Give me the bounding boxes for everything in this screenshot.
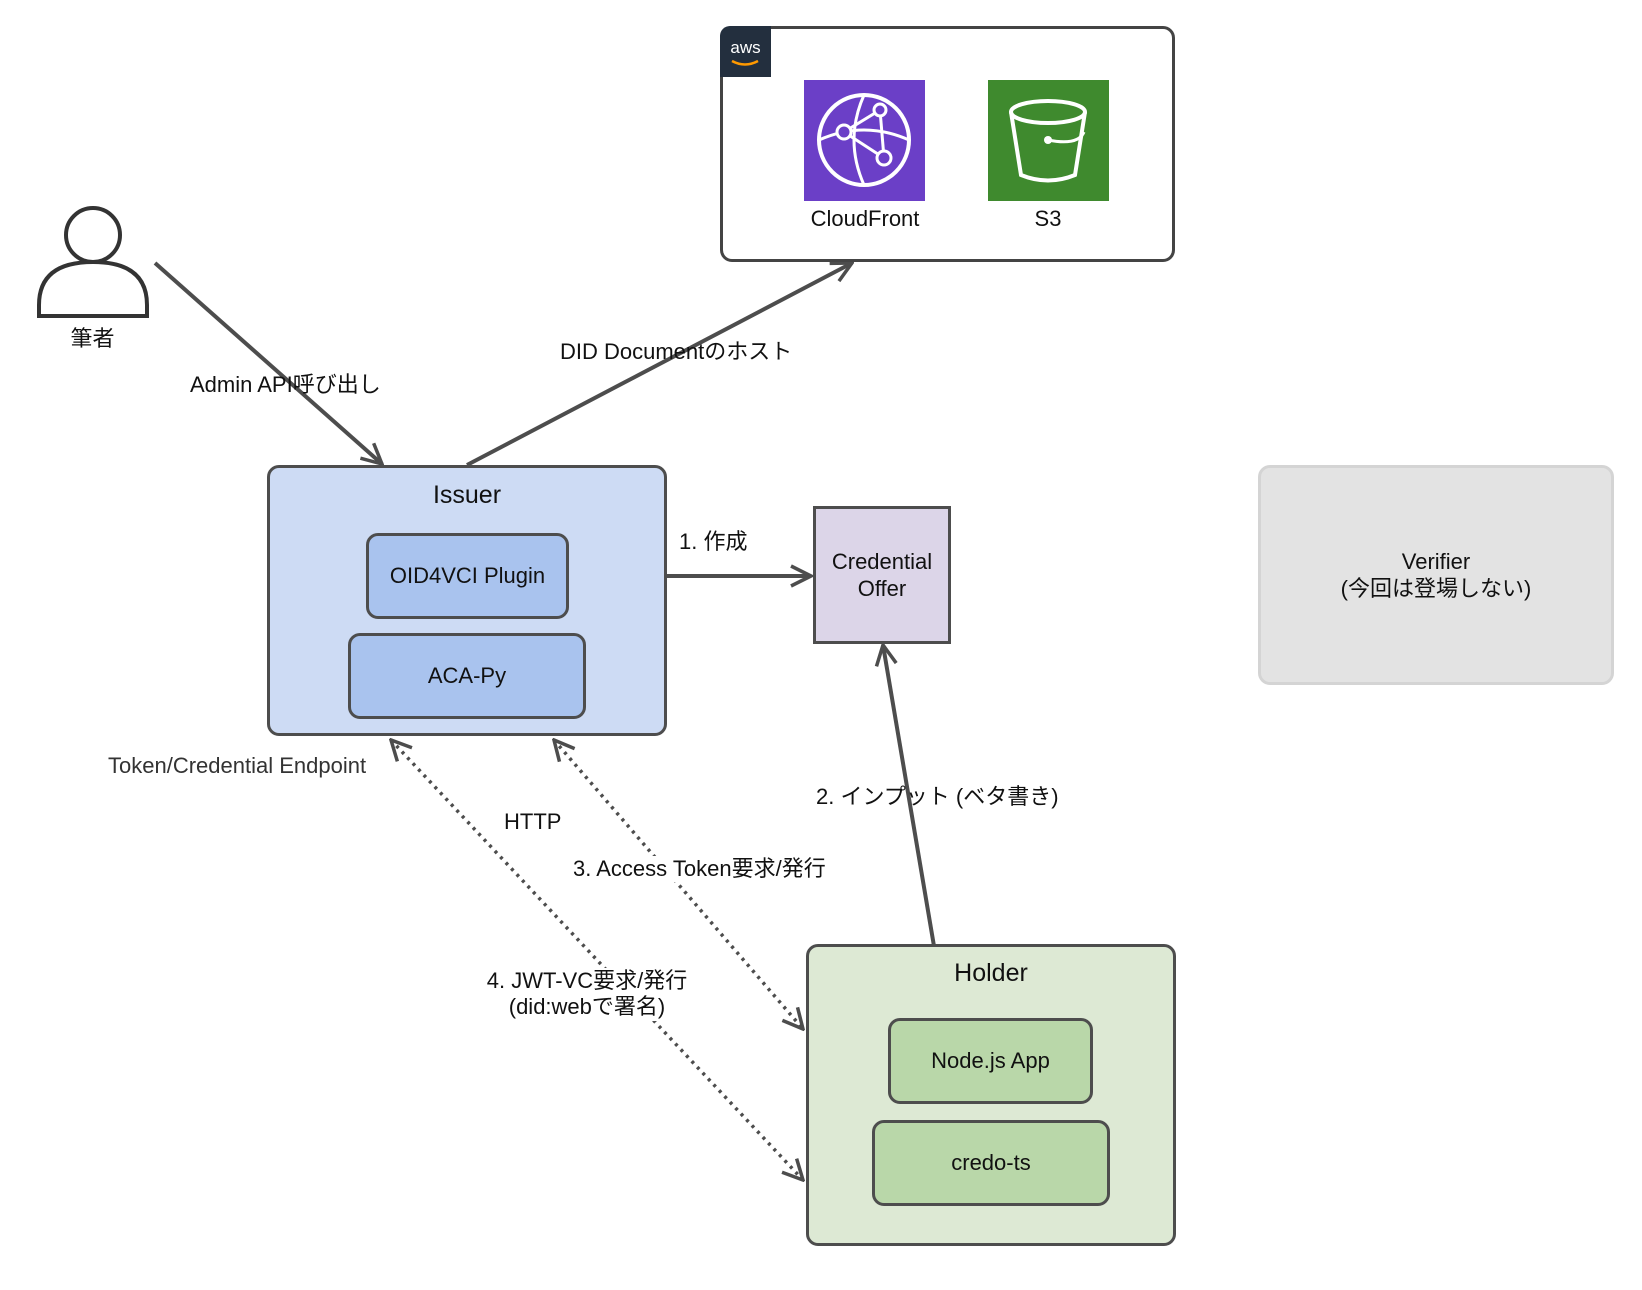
actor-label: 筆者 [70,326,115,351]
cloudfront-label: CloudFront [810,206,920,231]
cloudfront-icon [804,80,925,201]
oid4vci-plugin-label: OID4VCI Plugin [389,563,546,588]
nodejs-app-box: Node.js App [888,1018,1093,1104]
verifier-box: Verifier (今回は登場しない) [1258,465,1614,685]
verifier-label: Verifier (今回は登場しない) [1340,548,1532,602]
credo-ts-box: credo-ts [872,1120,1110,1206]
issuer-title: Issuer [432,481,502,509]
admin-api-label: Admin API呼び出し [190,372,381,397]
http-label: HTTP [504,809,562,834]
did-document-label: DID Documentのホスト [560,339,793,364]
s3-bucket-icon [988,80,1109,201]
endpoint-label: Token/Credential Endpoint [108,753,367,778]
s3-label: S3 [1034,206,1062,231]
jwt-vc-label: 4. JWT-VC要求/発行 (did:webで署名) [474,968,700,1021]
nodejs-app-label: Node.js App [931,1048,1050,1073]
did-document-arrow [466,263,852,467]
create-label: 1. 作成 [679,529,748,554]
jwt-vc-arrow [391,740,803,1180]
aws-logo-icon: aws [720,26,771,77]
access-token-label: 3. Access Token要求/発行 [573,856,826,883]
aws-group [720,26,1175,262]
aca-py-label: ACA-Py [427,663,507,688]
admin-api-arrow [153,261,382,464]
aca-py-box: ACA-Py [348,633,586,719]
user-icon [35,205,150,320]
oid4vci-plugin-box: OID4VCI Plugin [366,533,569,619]
input-label: 2. インプット (ベタ書き) [816,784,1059,809]
credential-offer-box: Credential Offer [813,506,951,644]
holder-title: Holder [954,959,1028,987]
credo-ts-label: credo-ts [951,1150,1031,1175]
credential-offer-label: Credential Offer [831,548,933,602]
